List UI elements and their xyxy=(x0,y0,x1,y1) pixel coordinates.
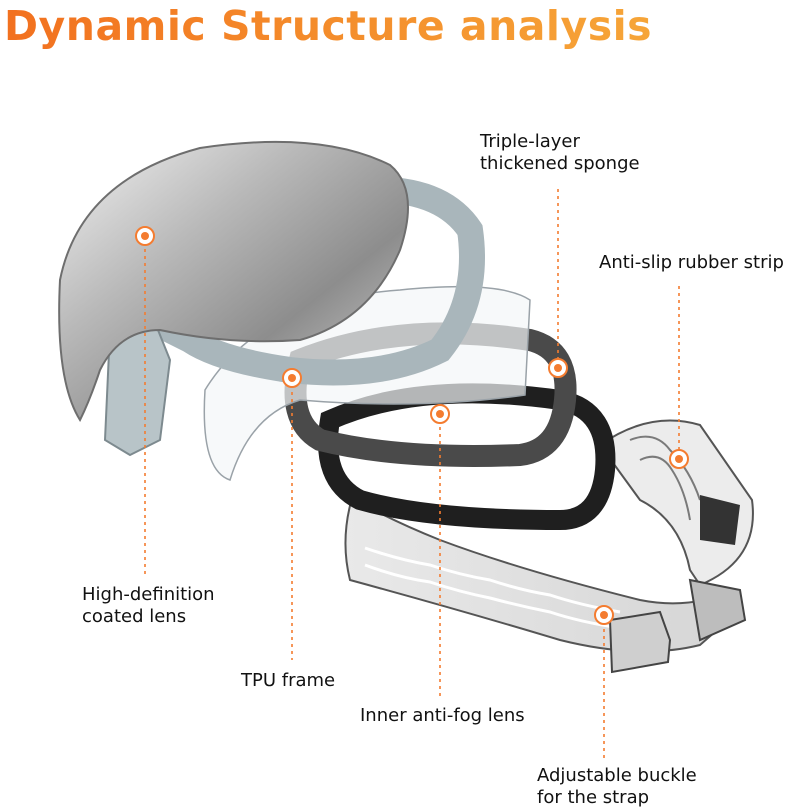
marker-buckle xyxy=(595,606,613,624)
marker-hd-lens xyxy=(136,227,154,245)
marker-sponge xyxy=(549,359,567,377)
marker-inner-lens xyxy=(431,405,449,423)
marker-tpu-frame xyxy=(283,369,301,387)
label-inner-lens: Inner anti-fog lens xyxy=(360,705,525,727)
marker-rubber-strip xyxy=(670,450,688,468)
label-rubber-strip: Anti-slip rubber strip xyxy=(599,252,784,274)
label-tpu-frame: TPU frame xyxy=(241,670,335,692)
